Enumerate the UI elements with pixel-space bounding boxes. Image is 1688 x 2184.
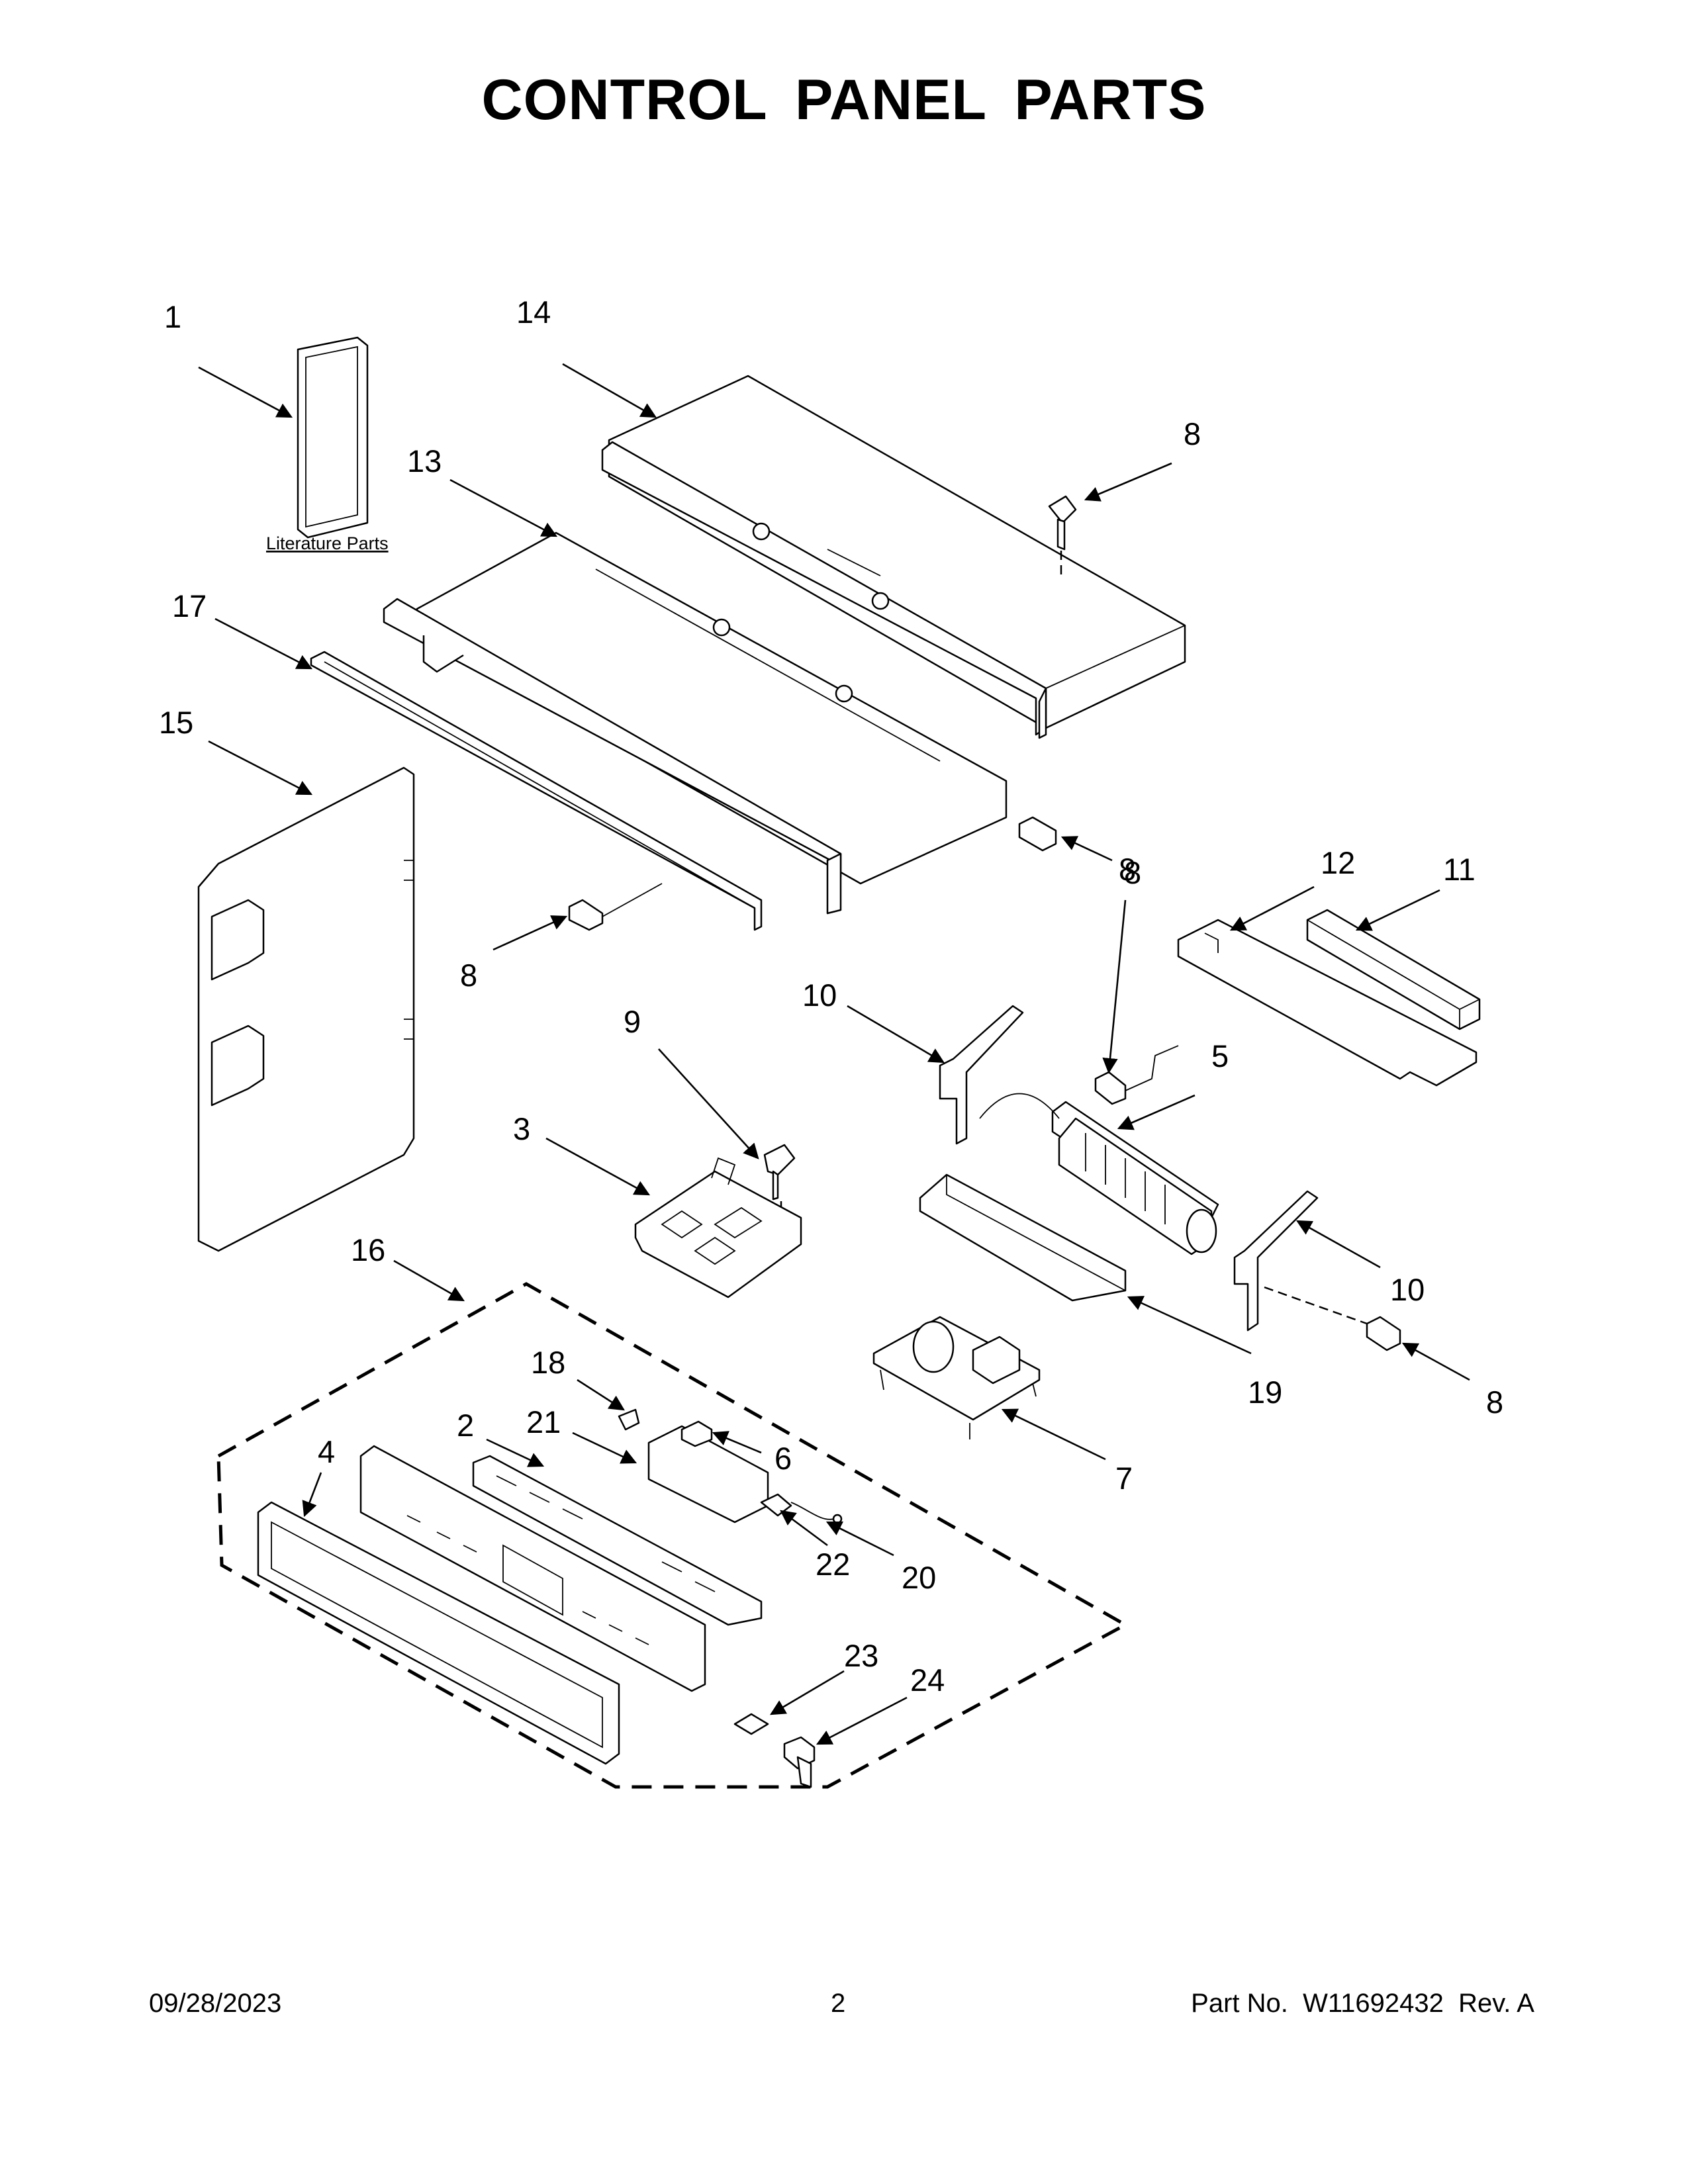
air-deflector-part (919, 1173, 1127, 1302)
footer-page-number: 2 (831, 1989, 846, 2018)
callout-2: 2 (457, 1408, 474, 1443)
callout-10: 10 (802, 978, 837, 1013)
side-panel-part (197, 766, 415, 1252)
footer-part-number: Part No. W11692432 Rev. A (1191, 1989, 1534, 2019)
callout-23: 23 (844, 1638, 878, 1673)
callout-9: 9 (624, 1004, 641, 1039)
touch-panel-glass-part (359, 1445, 706, 1692)
power-supply-board-part (872, 1316, 1041, 1439)
callout-17: 17 (172, 588, 207, 623)
footer-date: 09/28/2023 (149, 1989, 282, 2018)
callout-12: 12 (1321, 845, 1355, 880)
relay-control-board-part (634, 1157, 802, 1298)
trim-strip-part (310, 651, 763, 931)
callout-24: 24 (910, 1662, 945, 1698)
fan-bracket-left-part (939, 1005, 1024, 1145)
callout-18: 18 (531, 1345, 565, 1380)
gasket-23-part (733, 1713, 769, 1735)
console-frame-part (257, 1501, 620, 1765)
callout-22: 22 (816, 1547, 850, 1582)
callout-6: 6 (774, 1441, 792, 1476)
callout-13: 13 (407, 443, 442, 478)
callout-16: 16 (351, 1232, 385, 1267)
callout-14: 14 (516, 295, 551, 330)
footer-part-label: Part No. (1191, 1989, 1288, 2018)
callout-8: 8 (1124, 855, 1141, 890)
footer-part-code: W11692432 (1303, 1989, 1444, 2018)
callout-19: 19 (1248, 1375, 1282, 1410)
leader-lines (198, 363, 1470, 1745)
page-title: CONTROL PANEL PARTS (481, 68, 1207, 132)
screw-6-part (680, 1420, 713, 1447)
cooling-fan-blower-part (979, 1093, 1219, 1255)
callout-7: 7 (1115, 1461, 1133, 1496)
control-panel-assembly-outline (216, 1282, 1129, 1789)
callout-4: 4 (318, 1434, 335, 1469)
insulation-strip-part (1306, 909, 1481, 1030)
callout-8: 8 (1486, 1385, 1503, 1420)
footer-revision: Rev. A (1458, 1989, 1534, 2018)
callout-21: 21 (526, 1404, 561, 1439)
screw-8-lower-part (1264, 1286, 1401, 1351)
callout-8: 8 (1184, 416, 1201, 451)
screw-8-top-part (1048, 495, 1077, 576)
callout-8: 8 (460, 958, 477, 993)
wire-clip-18-part (618, 1408, 640, 1431)
screw-8-left-part (568, 883, 663, 931)
screw-8-bracket-part (1094, 1045, 1179, 1105)
callout-8: 8 (1119, 852, 1136, 887)
top-cover-part (601, 375, 1186, 739)
literature-booklet-part (297, 336, 369, 539)
callout-5: 5 (1211, 1038, 1229, 1073)
callout-10: 10 (1390, 1272, 1425, 1307)
screw-8-right-part (1018, 816, 1057, 852)
callout-15: 15 (159, 705, 193, 740)
callout-1: 1 (164, 299, 181, 334)
callout-11: 11 (1443, 852, 1476, 887)
mounting-bracket-part (1177, 919, 1477, 1087)
fan-bracket-right-part (1233, 1190, 1319, 1332)
callout-3: 3 (513, 1111, 530, 1146)
screw-24-part (783, 1736, 816, 1788)
callout-20: 20 (902, 1560, 936, 1595)
literature-parts-label: Literature Parts (266, 533, 389, 553)
wire-harness-20-part (790, 1502, 843, 1524)
